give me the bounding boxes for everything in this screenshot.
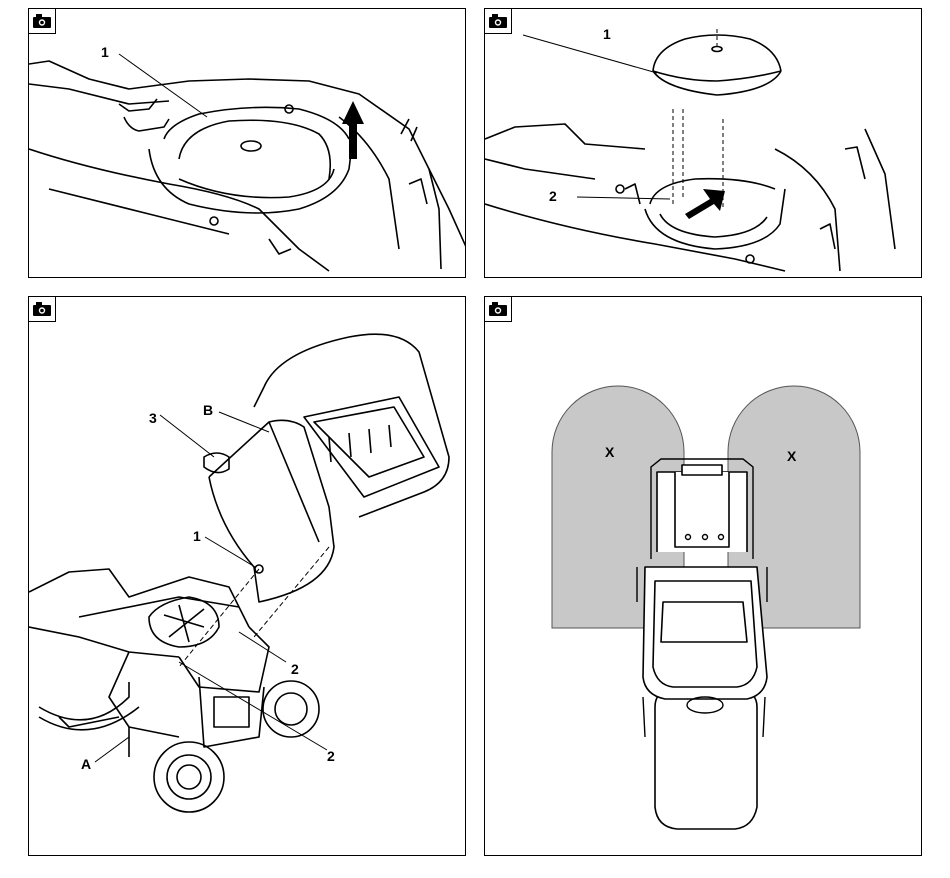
figure-panel-remove-cover: 1 xyxy=(28,8,466,278)
callout-A: A xyxy=(81,757,91,771)
top-view-illustration xyxy=(485,297,922,856)
callout-1: 1 xyxy=(101,45,109,59)
callout-2-lower: 2 xyxy=(327,749,335,763)
zone-label-left: X xyxy=(605,445,614,459)
figure-panel-attach-hopper: 3 B 1 2 2 A xyxy=(28,296,466,856)
callout-3: 3 xyxy=(149,411,157,425)
callout-B: B xyxy=(203,403,213,417)
zone-label-right: X xyxy=(787,449,796,463)
shredder-top-illustration xyxy=(29,9,466,278)
hopper-assembly-illustration xyxy=(29,297,466,856)
figure-panel-clearance-zones: X X xyxy=(484,296,922,856)
cover-insertion-illustration xyxy=(485,9,922,278)
callout-2: 2 xyxy=(549,189,557,203)
callout-1: 1 xyxy=(193,529,201,543)
callout-2-upper: 2 xyxy=(291,662,299,676)
figure-panel-install-cover: 1 2 xyxy=(484,8,922,278)
callout-1: 1 xyxy=(603,27,611,41)
